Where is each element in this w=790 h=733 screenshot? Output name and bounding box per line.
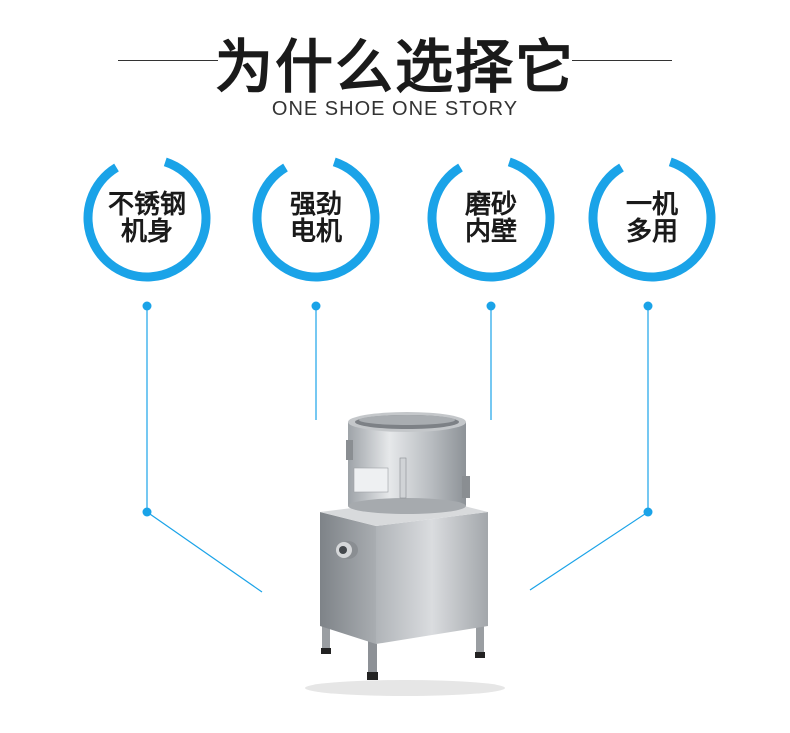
ring-icon [588, 154, 716, 282]
feature-label: 不锈钢 机身 [81, 192, 213, 246]
page-title: 为什么选择它 [214, 33, 575, 101]
feature-stainless-body: 不锈钢 机身 [81, 152, 213, 284]
title-divider-left [118, 60, 218, 61]
connector-dot [311, 301, 321, 311]
feature-multi-use: 一机 多用 [586, 152, 718, 284]
page-subtitle: ONE SHOE ONE STORY [271, 98, 519, 120]
connector-dot [142, 507, 152, 517]
connector-dot [486, 301, 496, 311]
ring-icon [252, 154, 380, 282]
ring-icon [83, 154, 211, 282]
feature-label-line1: 磨砂 [464, 190, 517, 220]
feature-label-line1: 不锈钢 [107, 190, 186, 220]
feature-label-line2: 机身 [120, 217, 173, 247]
feature-label: 一机 多用 [586, 192, 718, 246]
feature-label-line1: 强劲 [289, 190, 342, 220]
feature-label: 强劲 电机 [250, 192, 382, 246]
feature-label-line2: 多用 [625, 217, 678, 247]
product-machine-image [305, 412, 505, 696]
connector-dot [643, 507, 653, 517]
connector-dot [643, 301, 653, 311]
connector-dot [142, 301, 152, 311]
feature-label-line1: 一机 [625, 190, 678, 220]
feature-strong-motor: 强劲 电机 [250, 152, 382, 284]
feature-label: 磨砂 内壁 [425, 192, 557, 246]
title-row: 为什么选择它 [0, 18, 790, 101]
feature-label-line2: 内壁 [464, 217, 517, 247]
feature-frosted-wall: 磨砂 内壁 [425, 152, 557, 284]
feature-label-line2: 电机 [289, 217, 342, 247]
ring-icon [427, 154, 555, 282]
title-divider-right [572, 60, 672, 61]
